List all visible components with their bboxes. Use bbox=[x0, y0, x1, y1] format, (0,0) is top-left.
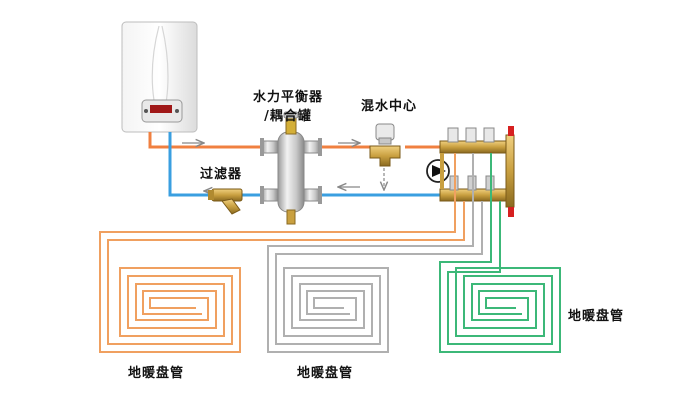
manifold bbox=[439, 126, 515, 217]
floor-coil-middle bbox=[267, 153, 483, 353]
floor-coil-middle-label: 地暖盘管 bbox=[297, 366, 354, 381]
mixing-center-label: 混水中心 bbox=[361, 99, 418, 114]
floor-coil-left bbox=[99, 153, 465, 353]
filter-label: 过滤器 bbox=[200, 167, 243, 182]
floor-coil-right bbox=[439, 153, 561, 353]
mixing-valve bbox=[369, 123, 401, 167]
wall-boiler bbox=[121, 21, 198, 133]
floor-coil-right-label: 地暖盘管 bbox=[568, 309, 625, 324]
y-filter bbox=[208, 188, 243, 215]
circulation-pump bbox=[426, 159, 450, 183]
separator-label: 水力平衡器 /耦合罐 bbox=[248, 86, 328, 124]
separator-label-line2: /耦合罐 bbox=[264, 109, 312, 124]
separator-label-line1: 水力平衡器 bbox=[252, 90, 323, 105]
floor-coil-left-label: 地暖盘管 bbox=[128, 366, 185, 381]
hydraulic-separator bbox=[260, 111, 322, 225]
